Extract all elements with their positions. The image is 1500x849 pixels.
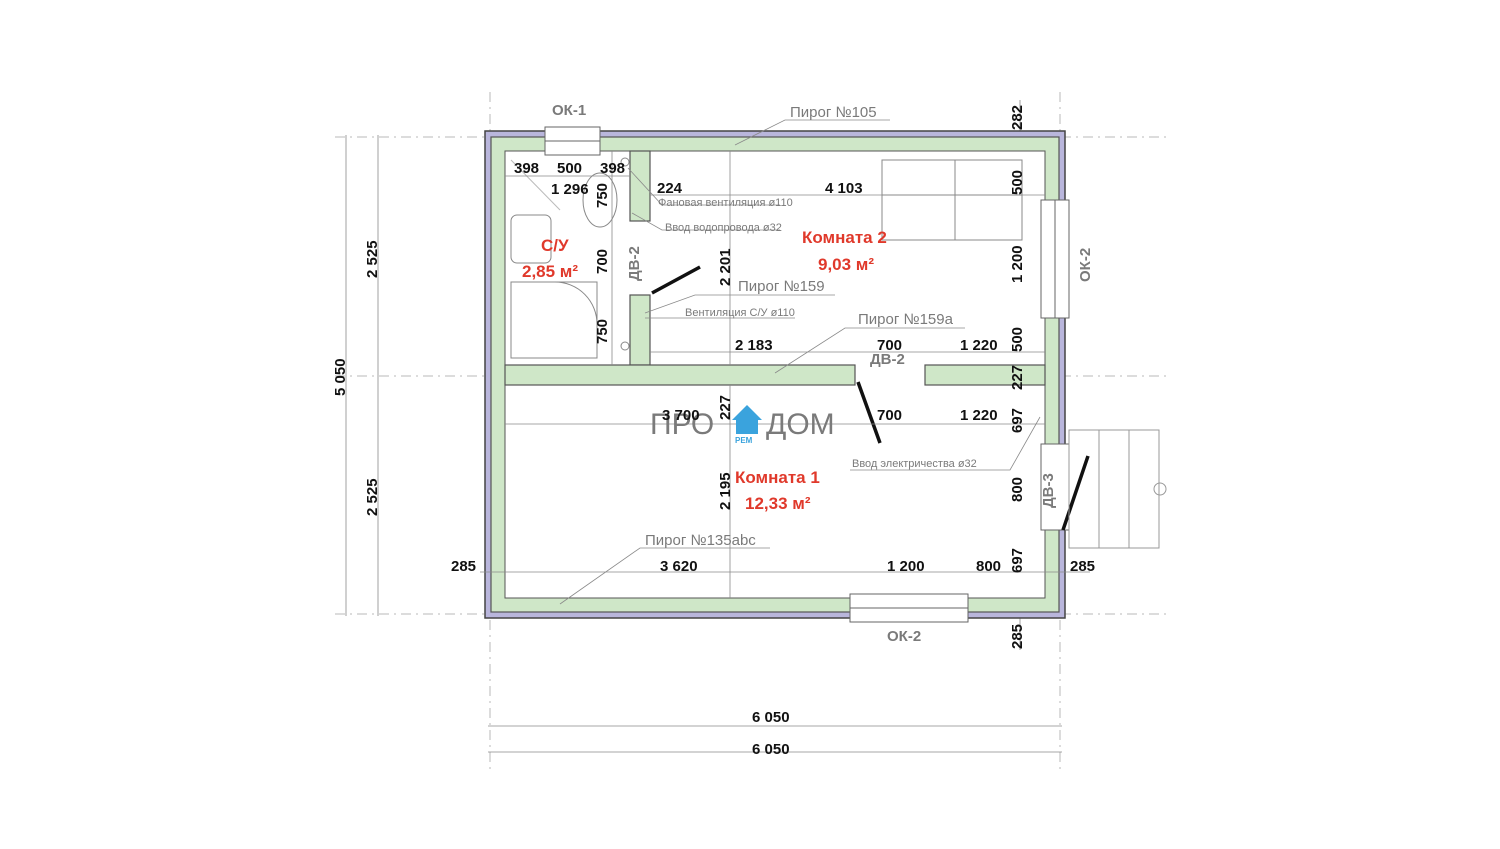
dim-bottom-285-right: 285 — [1009, 624, 1026, 649]
leader-pirog105: Пирог №105 — [790, 104, 877, 121]
logo-left-text: ПРО — [650, 408, 714, 441]
logo-right-text: ДОМ — [766, 408, 835, 441]
dim-right-500a: 500 — [1009, 170, 1026, 195]
logo-sub-text: РЕМ — [735, 436, 753, 445]
bathroom-fixtures — [510, 157, 630, 359]
dim-r1-3620: 3 620 — [660, 558, 698, 575]
dim-r1-1220: 1 220 — [960, 407, 998, 424]
leader-pirog159a: Пирог №159а — [858, 311, 954, 328]
label-dv3: ДВ-3 — [1040, 473, 1057, 508]
dim-r1-800: 800 — [976, 558, 1001, 575]
leader-vent-su: Вентиляция С/У ø110 — [685, 307, 795, 319]
floor-drain — [620, 341, 630, 351]
dim-right-285: 285 — [1070, 558, 1095, 575]
interior-partitions — [504, 150, 1046, 386]
dim-right-697a: 697 — [1009, 408, 1026, 433]
dim-r1-700: 700 — [877, 407, 902, 424]
room2-name: Комната 2 — [802, 228, 887, 247]
entrance-steps — [1068, 429, 1167, 549]
dim-left-lower: 2 525 — [364, 478, 381, 516]
window-ok1 — [544, 126, 601, 156]
room2-area: 9,03 м² — [818, 255, 874, 274]
label-dv2-su: ДВ-2 — [626, 246, 643, 281]
dim-left-upper: 2 525 — [364, 240, 381, 278]
dim-top-282: 282 — [1009, 105, 1026, 130]
dim-right-697b: 697 — [1009, 548, 1026, 573]
sink — [510, 214, 552, 264]
toilet — [582, 172, 618, 228]
dim-r2-4103: 4 103 — [825, 180, 863, 197]
dim-right-1200: 1 200 — [1009, 245, 1026, 283]
label-ok1: ОК-1 — [552, 102, 586, 119]
room-su-name: С/У — [541, 236, 569, 255]
leader-water: Ввод водопровода ø32 — [665, 222, 782, 234]
dim-su-750a: 750 — [594, 183, 611, 208]
dim-left-285: 285 — [451, 558, 476, 575]
house-icon — [732, 405, 762, 434]
dim-total-height: 5 050 — [332, 358, 349, 396]
dim-r2-2201: 2 201 — [717, 248, 734, 286]
dim-r2-1220: 1 220 — [960, 337, 998, 354]
door-dv2-su — [651, 265, 701, 295]
leader-electric: Ввод электричества ø32 — [852, 458, 977, 470]
room1-name: Комната 1 — [735, 468, 820, 487]
room2-furniture — [881, 159, 1023, 241]
fan-vent-pipe — [620, 157, 630, 167]
leader-pirog159: Пирог №159 — [738, 278, 825, 295]
dim-right-227: 227 — [1009, 365, 1026, 390]
dim-right-500b: 500 — [1009, 327, 1026, 352]
dim-r1-1200: 1 200 — [887, 558, 925, 575]
logo: ПРО РЕМ ДОМ — [650, 405, 835, 445]
leader-lines — [559, 119, 1041, 605]
door-dv2-room — [856, 381, 882, 444]
dim-su-398b: 398 — [600, 160, 625, 177]
leader-pirog135: Пирог №135abc — [645, 532, 756, 549]
dim-su-750b: 750 — [594, 319, 611, 344]
label-dv2-room: ДВ-2 — [870, 351, 905, 368]
inner-dimension-lines — [480, 151, 1090, 598]
dim-r2-224: 224 — [657, 180, 683, 197]
dim-r1-2195: 2 195 — [717, 472, 734, 510]
window-ok2-right — [1040, 199, 1070, 319]
dim-r1-3700: 3 700 — [662, 407, 700, 424]
dim-r1-227: 227 — [717, 395, 734, 420]
room1-area: 12,33 м² — [745, 494, 811, 513]
window-ok2-bottom — [849, 593, 969, 623]
dim-right-800: 800 — [1009, 477, 1026, 502]
dim-su-398a: 398 — [514, 160, 539, 177]
dim-su-700: 700 — [594, 249, 611, 274]
dim-total-width-1: 6 050 — [752, 709, 790, 726]
label-ok2-right: ОК-2 — [1077, 248, 1094, 282]
label-ok2-bottom: ОК-2 — [887, 628, 921, 645]
dim-r2-2183: 2 183 — [735, 337, 773, 354]
dim-total-width-2: 6 050 — [752, 741, 790, 758]
leader-fan-vent: Фановая вентиляция ø110 — [658, 197, 793, 209]
room-su-area: 2,85 м² — [522, 262, 578, 281]
dim-r2-700: 700 — [877, 337, 902, 354]
dim-su-1296: 1 296 — [551, 181, 589, 198]
door-dv3 — [1040, 443, 1090, 531]
dim-su-500: 500 — [557, 160, 582, 177]
